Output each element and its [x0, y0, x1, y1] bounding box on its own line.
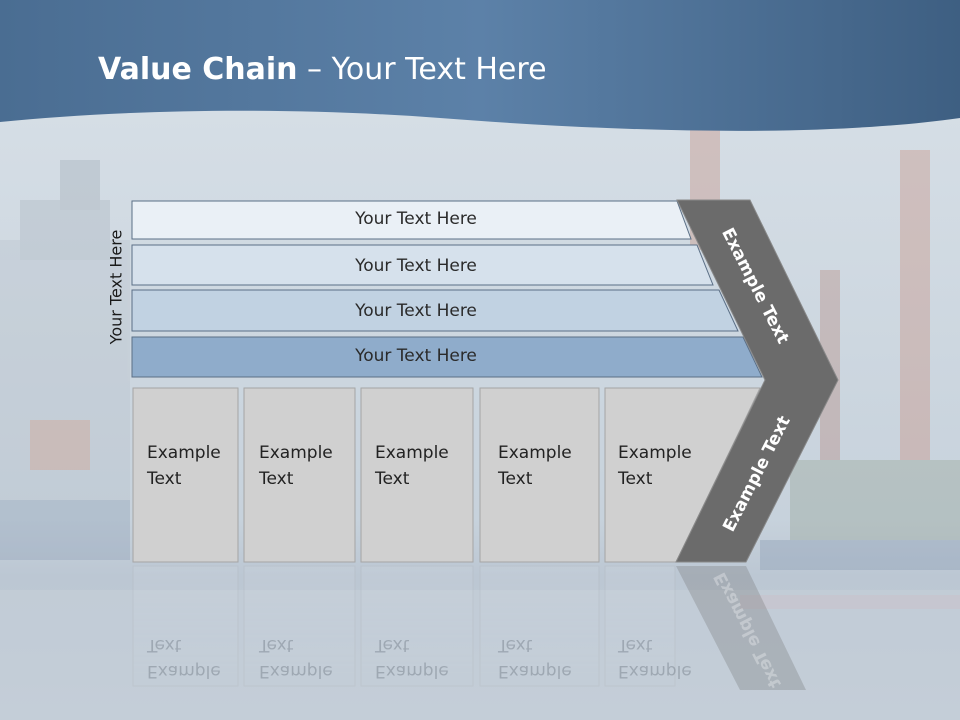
- row-bar-2: [131, 244, 714, 286]
- chevron-arrow: [675, 199, 839, 563]
- box-3-line1: Example: [375, 443, 449, 463]
- reflection-2-line2: Text: [259, 635, 294, 655]
- row-label-4: Your Text Here: [355, 346, 477, 366]
- title-rest: – Your Text Here: [297, 52, 547, 87]
- activity-box-1-text: Example Text: [147, 440, 242, 492]
- reflection-1-line1: Example: [147, 661, 221, 681]
- row-label-3: Your Text Here: [355, 301, 477, 321]
- reflection-text-4: Example Text: [498, 632, 593, 684]
- reflection-1-line2: Text: [147, 635, 182, 655]
- activity-box-5-text: Example Text: [618, 440, 713, 492]
- row-bar-4: [131, 336, 763, 378]
- reflection-text-5: Example Text: [618, 632, 713, 684]
- reflection-text-3: Example Text: [375, 632, 470, 684]
- activity-box-3-text: Example Text: [375, 440, 470, 492]
- page-title: Value Chain – Your Text Here: [98, 52, 547, 87]
- box-4-line1: Example: [498, 443, 572, 463]
- row-bar-3: [131, 289, 739, 332]
- activity-box-2-text: Example Text: [259, 440, 354, 492]
- reflection-2-line1: Example: [259, 661, 333, 681]
- reflection-5-line1: Example: [618, 661, 692, 681]
- title-bold: Value Chain: [98, 52, 298, 87]
- activity-box-4: [479, 387, 600, 563]
- ship-silhouette: [0, 160, 130, 560]
- activity-box-1: [132, 387, 239, 563]
- activity-box-3: [360, 387, 474, 563]
- box-1-line1: Example: [147, 443, 221, 463]
- crane-silhouette: [690, 130, 960, 609]
- box-2-line1: Example: [259, 443, 333, 463]
- reflection-text-2: Example Text: [259, 632, 354, 684]
- box-4-line2: Text: [498, 469, 533, 489]
- chevron-reflection: [676, 566, 806, 690]
- reflection-text-1: Example Text: [147, 632, 242, 684]
- activity-box-2: [243, 387, 356, 563]
- box-3-line2: Text: [375, 469, 410, 489]
- reflection-3-line2: Text: [375, 635, 410, 655]
- box-5-line1: Example: [618, 443, 692, 463]
- reflection: [132, 565, 676, 687]
- box-1-line2: Text: [147, 469, 182, 489]
- box-2-line2: Text: [259, 469, 294, 489]
- reflection-3-line1: Example: [375, 661, 449, 681]
- reflection-4-line2: Text: [498, 635, 533, 655]
- reflection-5-line2: Text: [618, 635, 653, 655]
- reflection-4-line1: Example: [498, 661, 572, 681]
- row-label-1: Your Text Here: [355, 209, 477, 229]
- box-5-line2: Text: [618, 469, 653, 489]
- side-label: Your Text Here: [106, 229, 126, 345]
- activity-box-4-text: Example Text: [498, 440, 593, 492]
- row-label-2: Your Text Here: [355, 256, 477, 276]
- row-bar-1: [131, 200, 692, 240]
